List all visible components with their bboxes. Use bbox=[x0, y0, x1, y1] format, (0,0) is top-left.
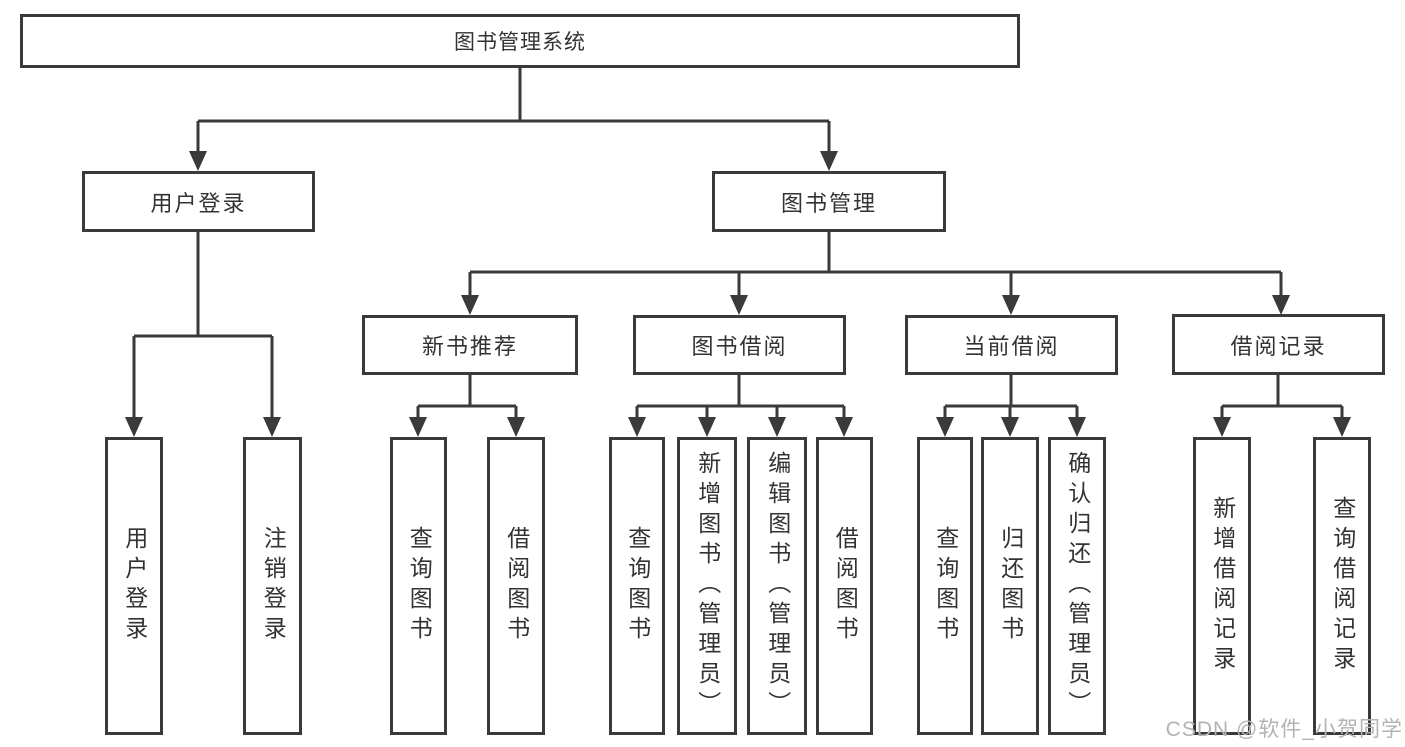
node-leaf-query-borrow-record: 查询借阅记录 bbox=[1313, 437, 1371, 735]
leaf-label: 借阅图书 bbox=[832, 526, 859, 646]
leaf-label: 归还图书 bbox=[997, 526, 1024, 646]
node-new-book-recommend: 新书推荐 bbox=[362, 315, 578, 375]
node-root: 图书管理系统 bbox=[20, 14, 1020, 68]
leaf-label: 查询借阅记录 bbox=[1329, 496, 1356, 676]
node-leaf-query-books-1: 查询图书 bbox=[390, 437, 447, 735]
node-leaf-query-books-2: 查询图书 bbox=[609, 437, 665, 735]
node-leaf-return-books: 归还图书 bbox=[981, 437, 1039, 735]
leaf-label: 查询图书 bbox=[406, 526, 433, 646]
node-leaf-borrow-books-1: 借阅图书 bbox=[487, 437, 545, 735]
node-leaf-borrow-books-2: 借阅图书 bbox=[816, 437, 873, 735]
leaf-label: 新增借阅记录 bbox=[1209, 496, 1236, 676]
node-leaf-add-books-admin: 新增图书（管理员） bbox=[677, 437, 737, 735]
node-user-login: 用户登录 bbox=[82, 171, 315, 232]
watermark: CSDN @软件_小贺同学 bbox=[1165, 718, 1403, 741]
node-current-borrow: 当前借阅 bbox=[905, 315, 1118, 375]
leaf-label: 注销登录 bbox=[260, 526, 287, 646]
leaf-label: 借阅图书 bbox=[503, 526, 530, 646]
node-leaf-logout: 注销登录 bbox=[243, 437, 302, 735]
leaf-label: 用户登录 bbox=[121, 526, 148, 646]
node-leaf-add-borrow-record: 新增借阅记录 bbox=[1193, 437, 1251, 735]
node-leaf-query-books-3: 查询图书 bbox=[917, 437, 973, 735]
leaf-label: 新增图书（管理员） bbox=[694, 451, 721, 721]
node-borrow-records: 借阅记录 bbox=[1172, 314, 1385, 375]
leaf-label: 查询图书 bbox=[932, 526, 959, 646]
node-book-borrow: 图书借阅 bbox=[633, 315, 846, 375]
node-book-management: 图书管理 bbox=[712, 171, 946, 232]
node-leaf-edit-books-admin: 编辑图书（管理员） bbox=[747, 437, 807, 735]
leaf-label: 查询图书 bbox=[624, 526, 651, 646]
node-leaf-confirm-return-admin: 确认归还（管理员） bbox=[1048, 437, 1106, 735]
node-leaf-user-login: 用户登录 bbox=[105, 437, 163, 735]
leaf-label: 编辑图书（管理员） bbox=[764, 451, 791, 721]
leaf-label: 确认归还（管理员） bbox=[1064, 451, 1091, 721]
